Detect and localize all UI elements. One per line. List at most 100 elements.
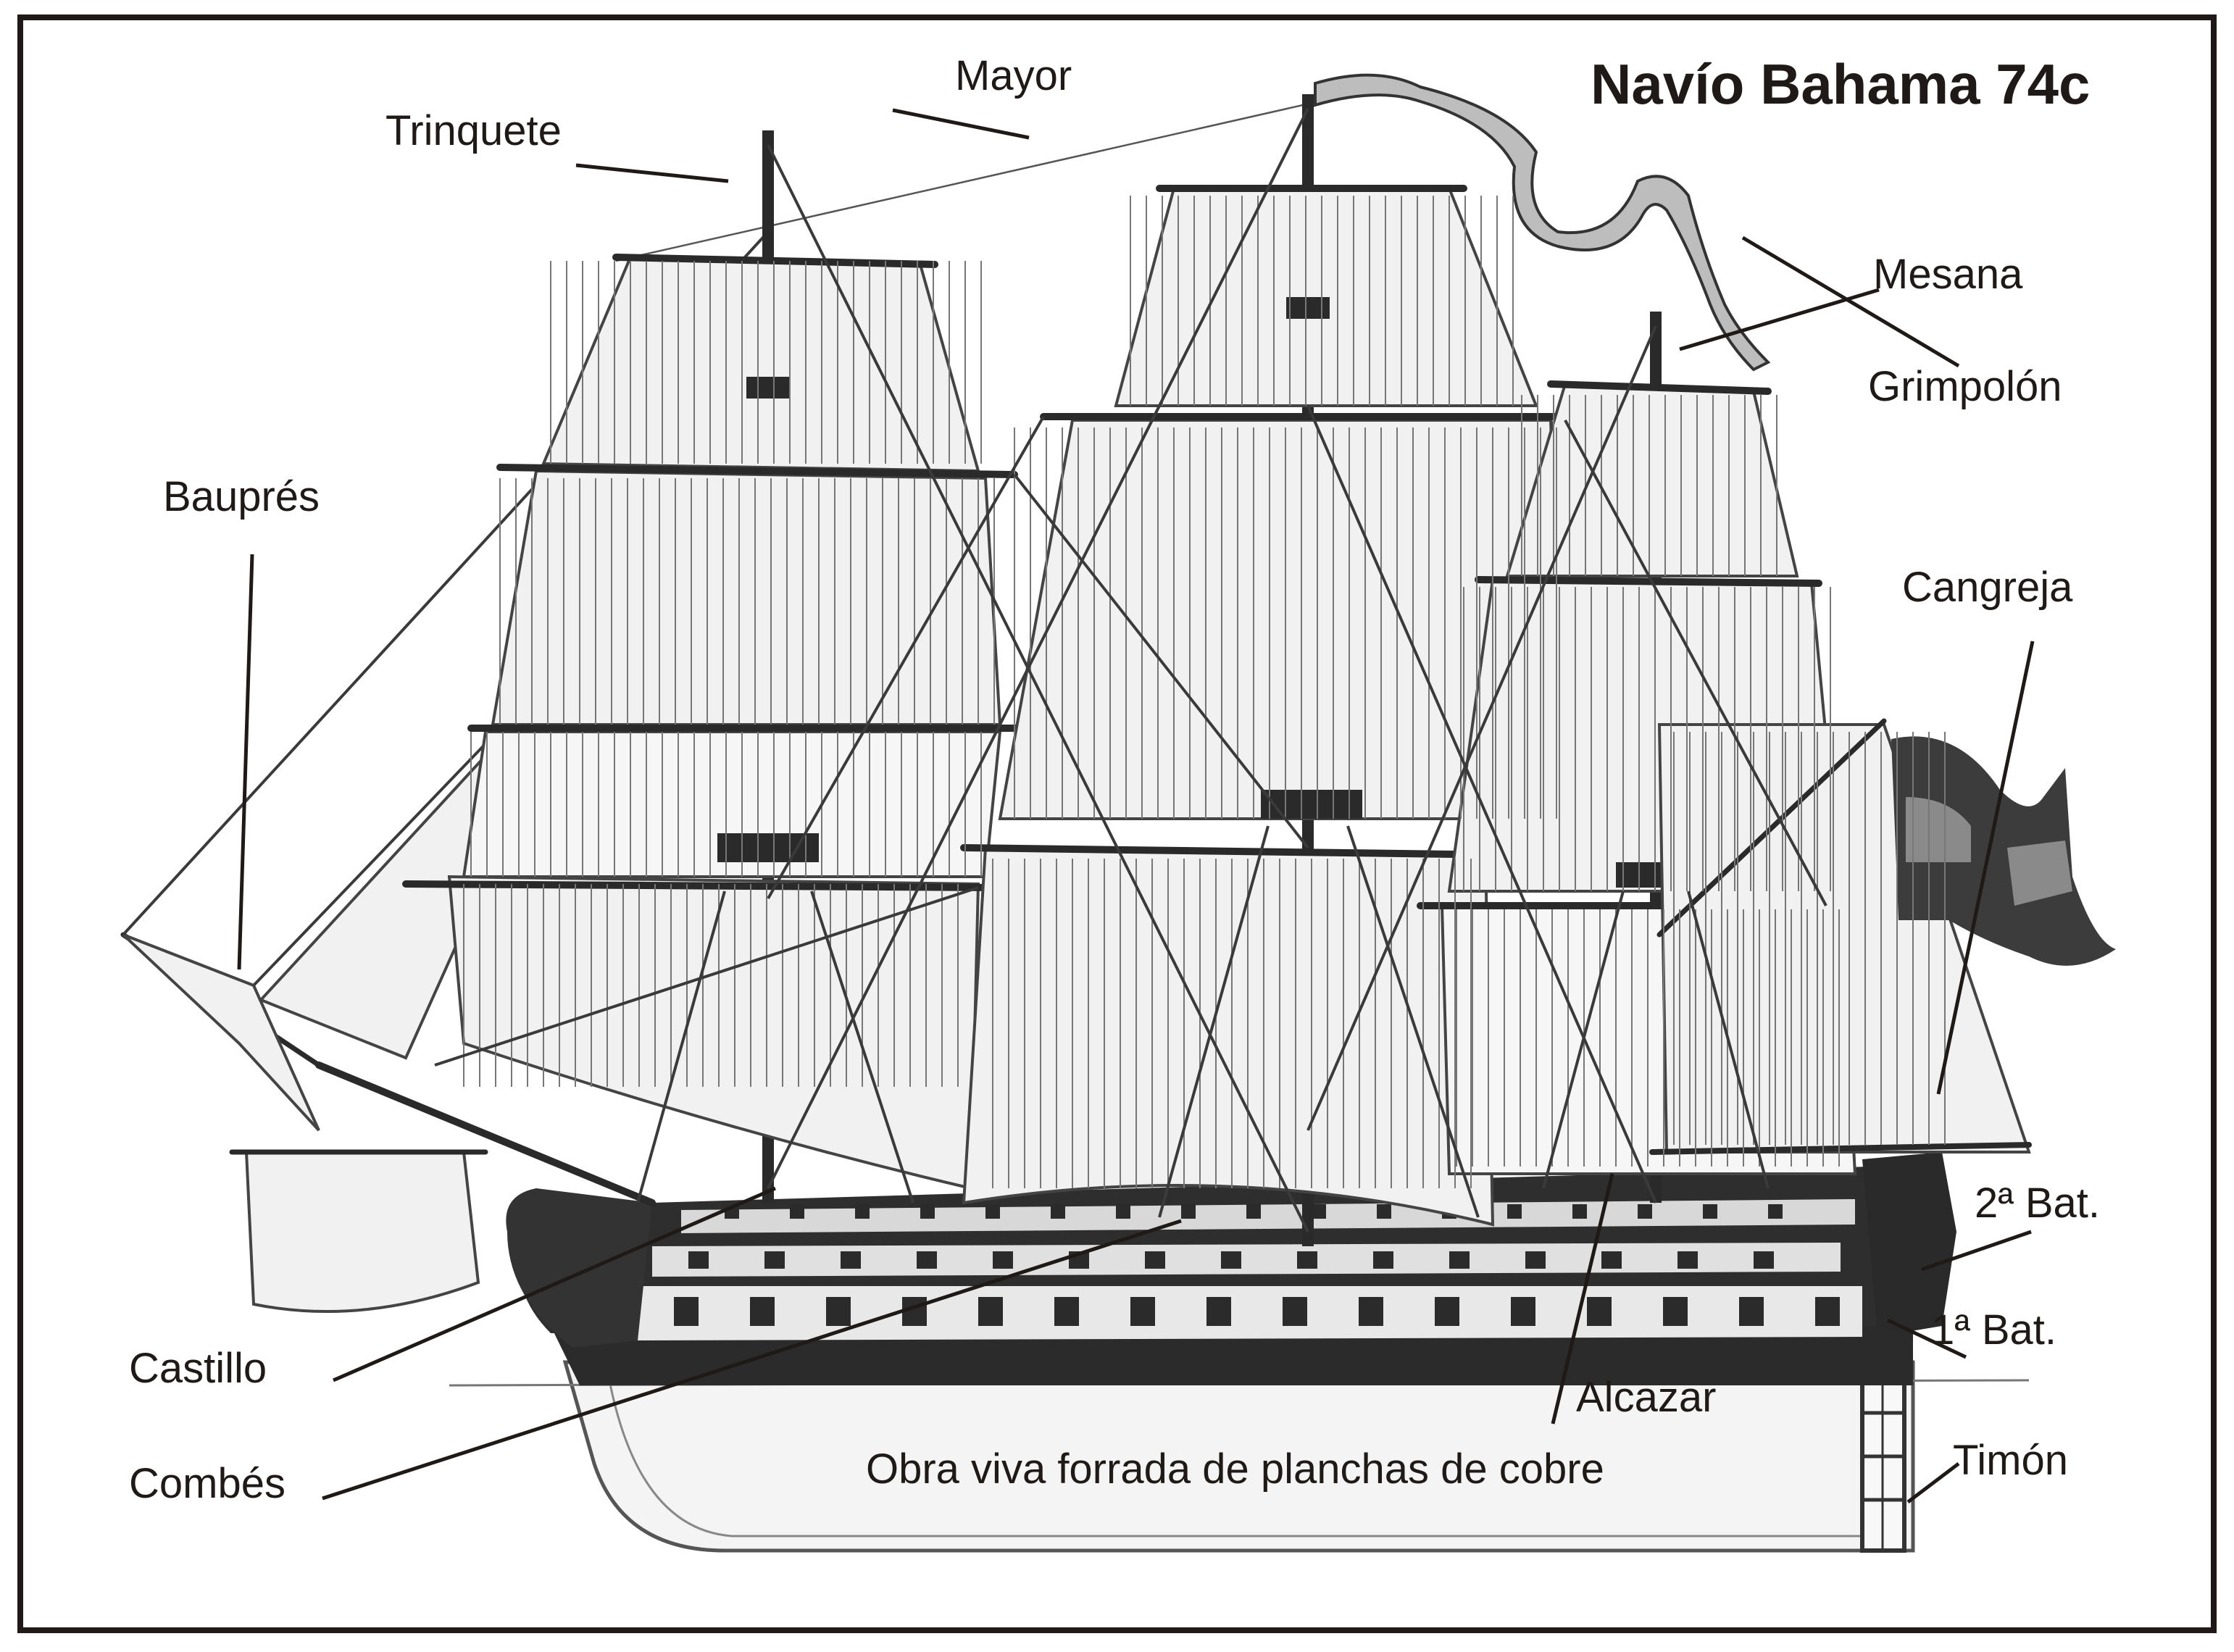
- gunport: [764, 1251, 785, 1269]
- leader-segunda-bateria: [1921, 1230, 2032, 1272]
- leader-primera-bateria: [1886, 1318, 1967, 1359]
- label-trinquete: Trinquete: [385, 107, 729, 183]
- leader-mayor: [892, 108, 1030, 140]
- gunport: [1130, 1297, 1155, 1326]
- gunport: [841, 1251, 861, 1269]
- first-battery-band: [638, 1286, 1862, 1340]
- spritsail: [244, 1151, 480, 1313]
- gunport: [1572, 1204, 1587, 1219]
- gunport: [1815, 1297, 1840, 1326]
- label-alcazar: Alcazar: [1551, 1173, 1716, 1424]
- gunport: [1181, 1204, 1196, 1219]
- gunport: [1525, 1251, 1546, 1269]
- label-primera-bateria-text: 1ª Bat.: [1931, 1306, 2056, 1353]
- label-obra-viva: Obra viva forrada de planchas de cobre: [866, 1446, 1604, 1493]
- ship-drawing: [120, 73, 2116, 1553]
- gunport: [1283, 1297, 1307, 1326]
- label-segunda-bateria-text: 2ª Bat.: [1975, 1180, 2100, 1227]
- gunport: [985, 1204, 1000, 1219]
- label-timon: Timón: [1906, 1437, 2068, 1503]
- second-battery-band: [652, 1243, 1841, 1277]
- gunport: [1587, 1297, 1612, 1326]
- label-obra-viva-text: Obra viva forrada de planchas de cobre: [866, 1446, 1604, 1493]
- gunport: [1359, 1297, 1383, 1326]
- gunport: [993, 1251, 1013, 1269]
- label-segunda-bateria: 2ª Bat.: [1921, 1180, 2100, 1272]
- rigging: [434, 108, 1827, 1232]
- ensign-flag: [1891, 736, 2116, 966]
- label-grimpolon-text: Grimpolón: [1868, 363, 2062, 410]
- jib-sail: [122, 933, 320, 1132]
- sail-texture: [463, 196, 1946, 1188]
- gunport: [1206, 1297, 1231, 1326]
- gunport: [1703, 1204, 1717, 1219]
- gunport: [1511, 1297, 1535, 1326]
- gunport: [1221, 1251, 1241, 1269]
- leader-combes: [322, 1219, 1182, 1501]
- gunport: [920, 1204, 935, 1219]
- gunport: [1677, 1251, 1698, 1269]
- leader-grimpolon: [1741, 235, 1960, 368]
- mainmast: [960, 94, 1576, 1246]
- gunport: [1373, 1251, 1393, 1269]
- label-mayor: Mayor: [892, 52, 1072, 140]
- label-mesana-text: Mesana: [1873, 251, 2023, 298]
- gunport: [978, 1297, 1003, 1326]
- label-baupres-text: Bauprés: [163, 473, 320, 520]
- label-cangreja: Cangreja: [1902, 564, 2073, 1095]
- stern-gallery: [1862, 1152, 1956, 1333]
- bowsprit-spar: [315, 1061, 656, 1206]
- leader-timon: [1906, 1462, 1960, 1503]
- gunport: [1054, 1297, 1079, 1326]
- rudder: [1860, 1367, 1906, 1553]
- copper-hull-inner-line: [607, 1376, 1884, 1538]
- gunport: [1116, 1204, 1130, 1219]
- label-combes: Combés: [129, 1219, 1182, 1507]
- gunport: [1739, 1297, 1764, 1326]
- label-castillo: Castillo: [129, 1186, 776, 1392]
- gunport: [1435, 1297, 1459, 1326]
- gunport: [1754, 1251, 1774, 1269]
- gunport: [688, 1251, 709, 1269]
- gunport: [1638, 1204, 1652, 1219]
- pennant-grimpolon: [1314, 73, 1771, 372]
- leader-trinquete: [575, 163, 729, 183]
- gunport: [1312, 1204, 1326, 1219]
- leader-baupres: [237, 554, 254, 970]
- label-grimpolon: Grimpolón: [1741, 235, 2062, 410]
- upper-deck-band: [681, 1199, 1855, 1233]
- leader-alcazar: [1551, 1173, 1614, 1424]
- gunport: [1663, 1297, 1688, 1326]
- label-primera-bateria: 1ª Bat.: [1886, 1306, 2056, 1359]
- diagram-title: Navío Bahama 74c: [1591, 52, 2090, 116]
- label-mayor-text: Mayor: [955, 52, 1072, 99]
- label-cangreja-text: Cangreja: [1902, 564, 2073, 611]
- gunport: [1377, 1204, 1391, 1219]
- gunport: [1246, 1204, 1261, 1219]
- gunport: [1449, 1251, 1470, 1269]
- label-baupres: Bauprés: [163, 473, 320, 970]
- bow: [506, 1188, 652, 1348]
- gunport: [917, 1251, 937, 1269]
- gunport: [1601, 1251, 1622, 1269]
- label-combes-text: Combés: [129, 1460, 285, 1507]
- gunport: [855, 1204, 870, 1219]
- copper-hull-bottom: [562, 1360, 1915, 1553]
- first-battery-gunports: [674, 1297, 1840, 1326]
- label-timon-text: Timón: [1953, 1437, 2068, 1484]
- gunport: [826, 1297, 851, 1326]
- gunport: [1051, 1204, 1065, 1219]
- gunport: [1507, 1204, 1522, 1219]
- gunport: [790, 1204, 804, 1219]
- label-trinquete-text: Trinquete: [385, 107, 562, 154]
- gunport: [1145, 1251, 1165, 1269]
- second-battery-gunports: [688, 1251, 1774, 1269]
- gunport: [1768, 1204, 1783, 1219]
- leader-castillo: [333, 1186, 776, 1382]
- gunport: [674, 1297, 699, 1326]
- label-castillo-text: Castillo: [129, 1345, 267, 1392]
- label-alcazar-text: Alcazar: [1576, 1374, 1716, 1421]
- gunport: [1297, 1251, 1317, 1269]
- gunport: [750, 1297, 775, 1326]
